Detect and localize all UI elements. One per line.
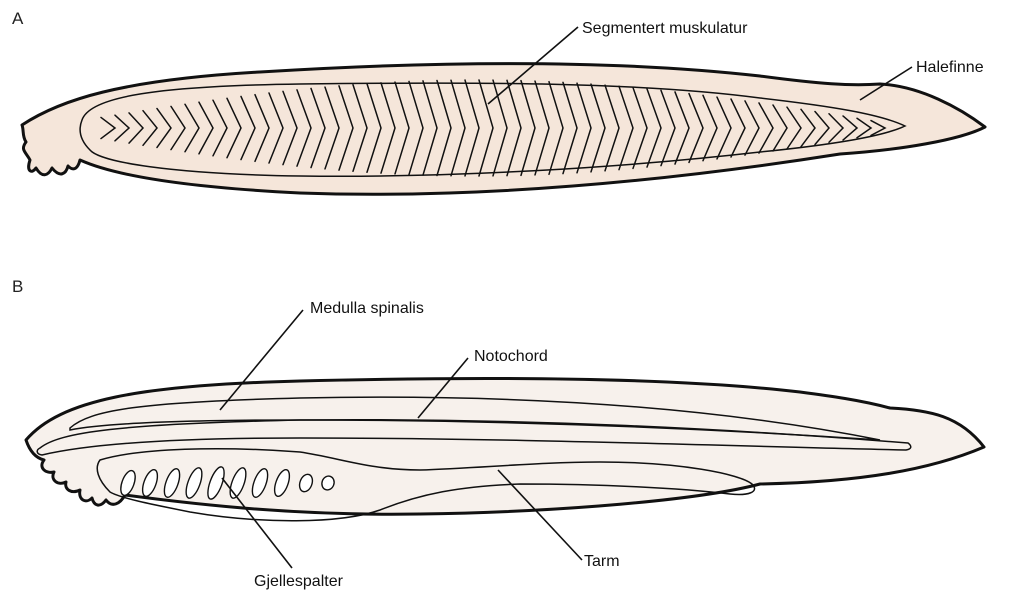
tail-fin-label: Halefinne [916, 59, 984, 76]
gut-label: Tarm [584, 553, 620, 570]
muscle-label: Segmentert muskulatur [582, 20, 748, 37]
spinal-cord-label: Medulla spinalis [310, 300, 424, 317]
panel-a-letter: A [12, 9, 24, 28]
panel-a: A Segmentert muskulatur Halefinne [12, 9, 985, 194]
notochord-label: Notochord [474, 348, 548, 365]
panel-b: B Medulla spinalis Notochord Tarm Gjelle… [12, 277, 984, 590]
panel-b-letter: B [12, 277, 23, 296]
gill-slits-label: Gjellespalter [254, 573, 344, 590]
